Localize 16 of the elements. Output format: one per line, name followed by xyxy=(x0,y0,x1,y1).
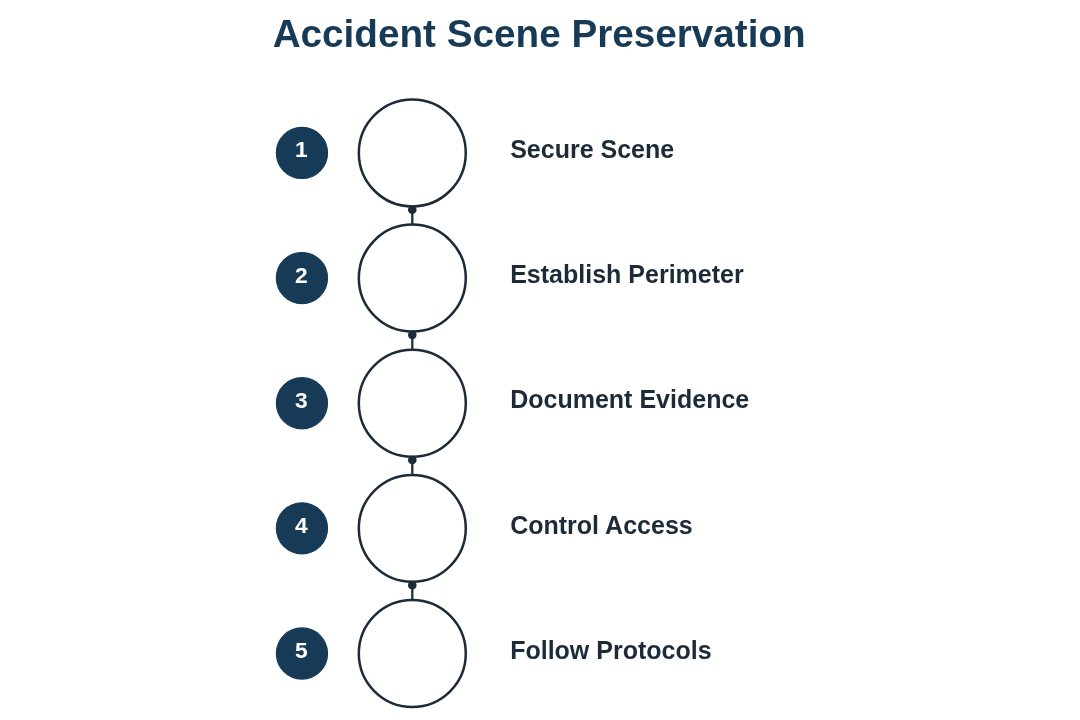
node-label: Secure Scene xyxy=(510,135,675,164)
node-circle xyxy=(357,473,467,584)
node-circle: 3 xyxy=(275,377,329,430)
node-circle xyxy=(357,223,467,333)
node-circle: 1 xyxy=(275,126,329,180)
node-circle xyxy=(357,98,467,208)
node-label: Document Evidence xyxy=(510,385,750,414)
node-circle: 4 xyxy=(275,502,329,555)
node-circle xyxy=(357,598,467,709)
node-label: Establish Perimeter xyxy=(510,260,744,289)
node-circle: 5 xyxy=(275,627,329,680)
node-circle xyxy=(357,348,467,458)
node-circle: 2 xyxy=(275,251,329,305)
diagram-title: Accident Scene Preservation xyxy=(272,12,806,56)
node-label: Follow Protocols xyxy=(510,635,712,664)
node-label: Control Access xyxy=(510,510,693,539)
